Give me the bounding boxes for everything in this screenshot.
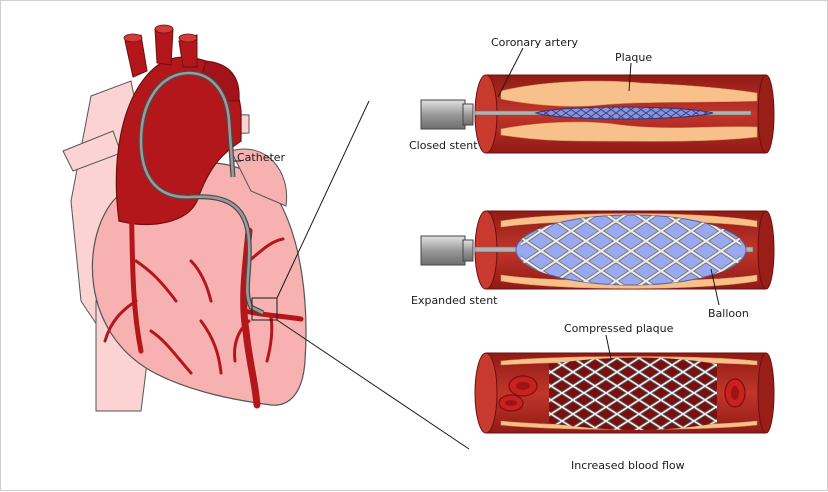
branch-cap-1	[124, 34, 142, 42]
branch-cap-2	[155, 25, 173, 33]
panel-expanded-stent: Expanded stent Balloon	[411, 211, 774, 320]
aortic-branch-2	[155, 29, 173, 65]
artery-opening-right-1	[758, 75, 774, 153]
branch-cap-3	[179, 34, 197, 42]
plaque-label: Plaque	[615, 51, 652, 64]
coronary-artery-label: Coronary artery	[491, 36, 579, 49]
catheter-hub-1	[421, 100, 465, 129]
panel-closed-stent: Coronary artery Plaque Closed stent	[409, 36, 774, 153]
expanded-stent-mesh	[521, 215, 741, 285]
heart-illustration	[63, 25, 306, 411]
compressed-plaque-label: Compressed plaque	[564, 322, 674, 335]
catheter-hub-collar-2	[463, 240, 473, 261]
zoom-line-upper	[277, 101, 369, 298]
catheter-hub-2	[421, 236, 465, 265]
expanded-stent-label: Expanded stent	[411, 294, 498, 307]
catheter-label: Catheter	[237, 151, 286, 164]
artery-opening-left-3	[475, 353, 497, 433]
artery-opening-right-3	[758, 353, 774, 433]
balloon-label: Balloon	[708, 307, 749, 320]
zoom-line-lower	[277, 320, 469, 449]
panel-compressed-plaque: Compressed plaque Increased blood flow	[475, 322, 774, 472]
catheter-hub-collar-1	[463, 104, 473, 125]
closed-stent-label: Closed stent	[409, 139, 478, 152]
artery-opening-right-2	[758, 211, 774, 289]
increased-blood-flow-label: Increased blood flow	[571, 459, 685, 472]
